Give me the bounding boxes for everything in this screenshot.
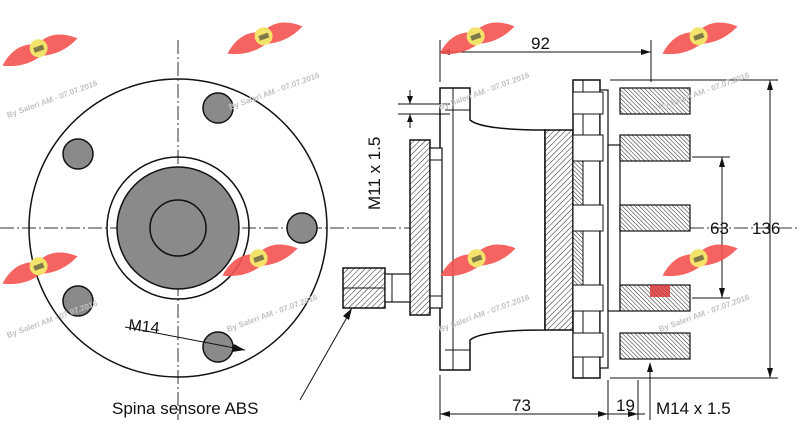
watermark-text: By Saleri AM - 07.07.2016	[228, 70, 322, 111]
watermark-text: By Saleri AM - 07.07.2016	[6, 298, 100, 339]
wheel-stud	[619, 134, 691, 162]
hub-center	[149, 199, 207, 257]
m14-leader	[124, 326, 246, 351]
watermark-logo	[0, 26, 80, 72]
wheel-stud	[619, 204, 691, 232]
front-view: M14	[0, 40, 378, 420]
m14-side-label: M14 x 1.5	[656, 399, 731, 418]
m11-label: M11 x 1.5	[365, 137, 384, 210]
bearing-inner	[429, 147, 443, 309]
tone-ring	[409, 139, 431, 316]
dim-73-label: 73	[512, 396, 531, 415]
sensor-plug-label: Spina sensore ABS	[112, 399, 258, 418]
bolt-hole	[202, 92, 234, 124]
hub-outer-ring	[106, 156, 250, 300]
m14-front-label: M14	[128, 317, 161, 337]
dim-136-label: 136	[752, 219, 780, 238]
watermark-logo	[222, 14, 305, 60]
dimensions	[299, 40, 778, 420]
bolt-hole	[286, 212, 318, 244]
watermark-logo	[434, 14, 517, 60]
watermark-logo	[657, 236, 740, 282]
bolt-hole	[62, 138, 94, 170]
wheel-stud	[619, 87, 691, 115]
dim-92-label: 92	[531, 34, 550, 53]
watermark-logo	[657, 14, 740, 60]
side-view	[342, 79, 800, 379]
dim-63-label: 63	[710, 219, 729, 238]
m14-arrow	[232, 344, 245, 352]
wheel-stud	[619, 332, 691, 360]
bolt-hole	[202, 331, 234, 363]
dim-19-label: 19	[616, 396, 635, 415]
flange-outline	[28, 78, 328, 378]
watermark-text: By Saleri AM - 07.07.2016	[6, 78, 100, 119]
hub-body-side	[544, 129, 574, 331]
bolt-hole	[62, 285, 94, 317]
abs-sensor-plug	[342, 267, 411, 309]
watermark-text: By Saleri AM - 07.07.2016	[226, 292, 320, 333]
